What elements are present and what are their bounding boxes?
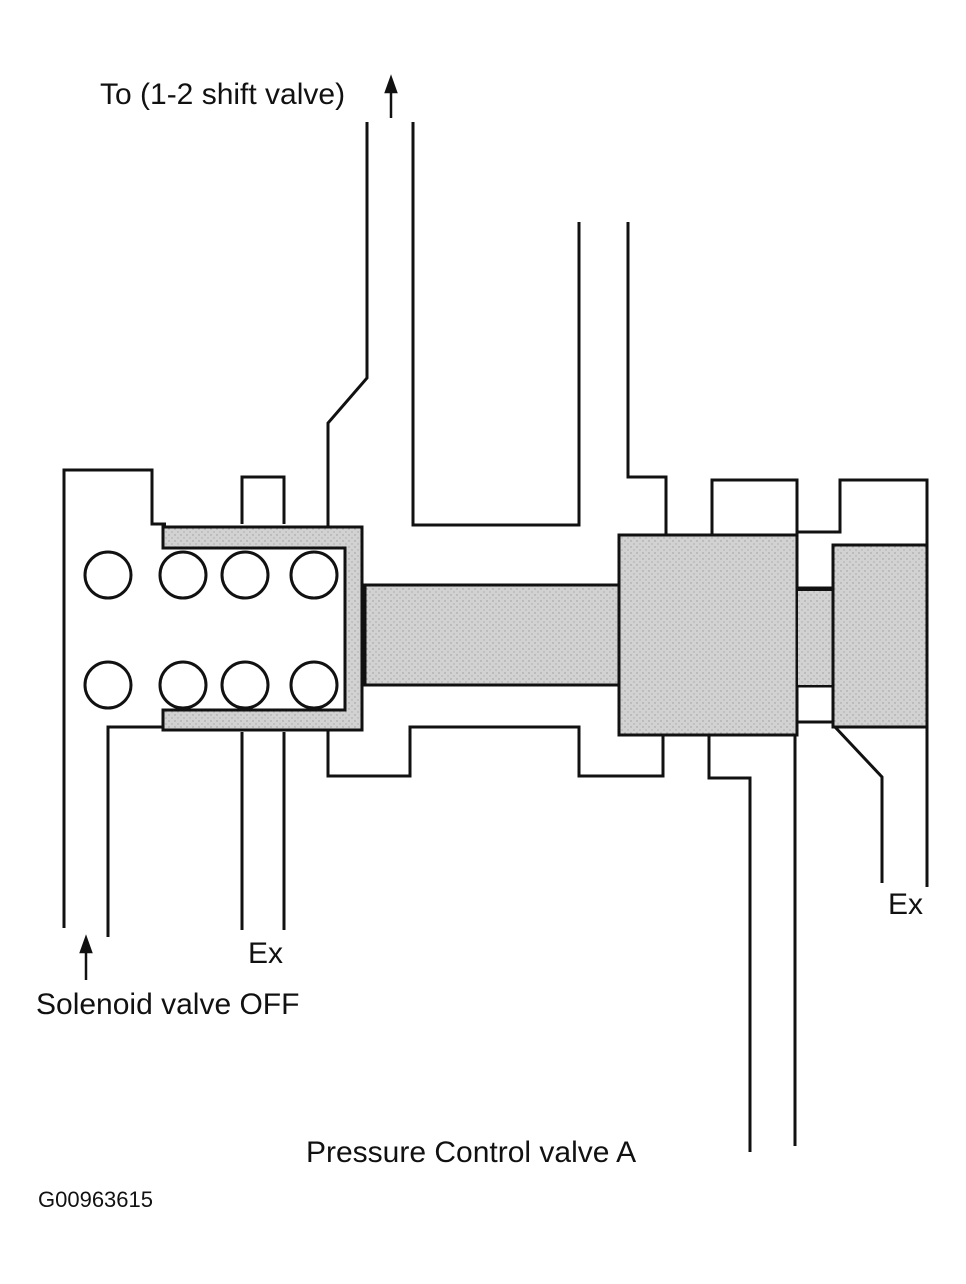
bore-bottom-wall xyxy=(326,725,665,778)
spring-coil-icon xyxy=(158,660,208,710)
solenoid-state-label: Solenoid valve OFF xyxy=(36,988,300,1021)
right-exhaust-left-line xyxy=(833,725,884,883)
spool-stem xyxy=(363,583,621,687)
up-arrow-icon xyxy=(384,74,398,118)
spring-coil-icon xyxy=(83,550,339,710)
pressure-outlet-left-line xyxy=(707,735,752,1152)
spool-land-right xyxy=(831,543,929,729)
inlet-port-wall xyxy=(626,222,668,535)
output-port-right-wall xyxy=(411,122,581,527)
shift-valve-label: To (1-2 shift valve) xyxy=(100,78,346,111)
spring-coil-icon xyxy=(220,550,270,600)
valve-name-label: Pressure Control valve A xyxy=(306,1136,637,1169)
spool-stem-right xyxy=(796,589,834,687)
spool-land-main xyxy=(617,533,799,737)
spring-coil-icon xyxy=(83,550,133,600)
solenoid-chamber-top-wall xyxy=(62,468,166,928)
spring-coil-icon xyxy=(83,660,133,710)
spring-coil-icon xyxy=(220,660,270,710)
exhaust-label-left: Ex xyxy=(248,937,284,970)
up-arrow-icon xyxy=(79,934,93,980)
spring-retainer xyxy=(161,525,364,732)
exhaust-label-right: Ex xyxy=(888,888,924,921)
spring-coil-icon xyxy=(158,550,208,600)
spring-coil-icon xyxy=(289,550,339,600)
solenoid-chamber-bottom-wall xyxy=(106,725,166,937)
upper-exhaust-port xyxy=(240,475,286,524)
figure-id-label: G00963615 xyxy=(38,1187,153,1212)
right-upper-port-a xyxy=(710,478,929,545)
spring-coil-icon xyxy=(289,660,339,710)
output-port-left-wall xyxy=(326,122,369,532)
